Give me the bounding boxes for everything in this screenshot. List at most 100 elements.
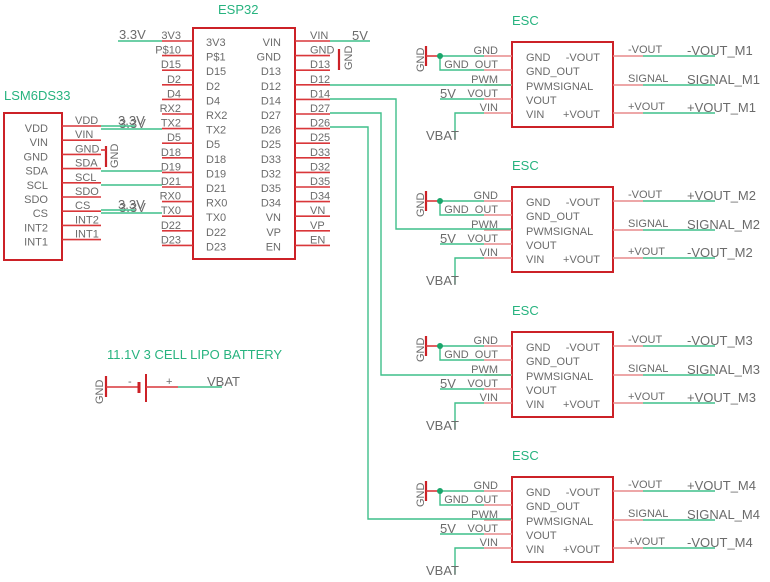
esc-pin-label: VIN [480, 392, 498, 404]
esc-out-pin-label: -VOUT [628, 44, 663, 56]
battery-gnd-label: GND [94, 380, 106, 405]
esp32-inner-label: D23 [206, 241, 226, 253]
esc-vbat-wire [454, 402, 484, 429]
esc-gnd-label: GND [415, 193, 427, 218]
esc-inner-label: VOUT [526, 95, 557, 107]
esc-inner-neg-vout: -VOUT [566, 197, 601, 209]
esc-pin-label: GND [474, 335, 499, 347]
esp32-inner-label: RX0 [206, 198, 227, 210]
imu-inner-label: CS [33, 208, 48, 220]
esp32-pin-label: D14 [310, 88, 330, 100]
esc-out-pin-label: -VOUT [628, 334, 663, 346]
esc-out-pin-label: +VOUT [628, 536, 665, 548]
esc-title: ESC [512, 13, 539, 28]
esp32-inner-label: D33 [261, 154, 281, 166]
esc-junction-dot [437, 53, 443, 59]
esc-out-pin-label: +VOUT [628, 246, 665, 258]
esp32-pin-label: D12 [310, 74, 330, 86]
esp32-inner-label: TX2 [206, 125, 226, 137]
esp32-left-pins: 3V33V3P$10P$1D15D15D2D2D4D4RX2RX2TX2TX2D… [155, 30, 227, 253]
esp32-inner-label: 3V3 [206, 37, 226, 49]
esc-pin-label: GND_OUT [444, 204, 498, 216]
esc-motor-net-label: +VOUT_M2 [687, 188, 756, 203]
esc-inner-label: VOUT [526, 530, 557, 542]
esp32-pin-label: D32 [310, 161, 330, 173]
esp32-pin-label: D25 [310, 132, 330, 144]
imu-pin-label: INT2 [75, 214, 99, 226]
esp32-inner-label: D19 [206, 168, 226, 180]
imu-inner-label: INT2 [24, 222, 48, 234]
imu-body [3, 112, 63, 261]
esc-pin-label: VOUT [467, 523, 498, 535]
esp32-pin-label: TX0 [161, 205, 181, 217]
esc-motor-net-label: -VOUT_M1 [687, 43, 753, 58]
imu-gnd-label: GND [109, 144, 121, 169]
esc-pin-label: PWM [471, 219, 498, 231]
esc-4-component[interactable]: ESCGNDGNDGND_OUTGND_OUTPWMPWMSIGNALVOUTV… [415, 448, 760, 578]
imu-pin-label: SCL [75, 172, 96, 184]
esc-out-pin-label: -VOUT [628, 479, 663, 491]
esc-pin-label: VIN [480, 247, 498, 259]
esc-motor-net-label: -VOUT_M2 [687, 245, 753, 260]
esc-vbat-wire [454, 257, 484, 284]
esc-pin-label: PWM [471, 509, 498, 521]
esp32-pin-label: D5 [167, 132, 181, 144]
esp32-pin-label: RX2 [160, 103, 181, 115]
esp32-pin-label: D22 [161, 220, 181, 232]
pwm-routing [330, 84, 511, 520]
esc-inner-label: PWMSIGNAL [526, 226, 593, 238]
esc-gnd-label: GND [415, 338, 427, 363]
esp32-inner-label: D27 [261, 110, 281, 122]
esp32-pin-label: 3V3 [161, 30, 181, 42]
imu-inner-label: SDO [24, 194, 48, 206]
esp32-component[interactable]: ESP32 3V33V3P$10P$1D15D15D2D2D4D4RX2RX2T… [101, 2, 370, 260]
esp32-inner-label: VN [266, 212, 281, 224]
esc-out-pin-label: +VOUT [628, 101, 665, 113]
esp32-pin-label: VIN [310, 30, 328, 42]
esc-pin-label: GND_OUT [444, 494, 498, 506]
esc-3-component[interactable]: ESCGNDGNDGND_OUTGND_OUTPWMPWMSIGNALVOUTV… [415, 303, 760, 433]
esp32-pin-label: D18 [161, 147, 181, 159]
esp32-inner-label: VP [266, 227, 281, 239]
esc-vbat-wire [454, 112, 484, 139]
esc-title: ESC [512, 303, 539, 318]
esc-gnd-out-wire [439, 491, 484, 506]
esc-5v-label: 5V [440, 376, 456, 391]
esp32-pin-label: D26 [310, 118, 330, 130]
esp32-pin-label: D27 [310, 103, 330, 115]
esc-title: ESC [512, 448, 539, 463]
esp32-inner-label: TX0 [206, 212, 226, 224]
esc-gnd-out-wire [439, 56, 484, 71]
esc-1-component[interactable]: ESCGNDGNDGND_OUTGND_OUTPWMPWMSIGNALVOUTV… [415, 13, 760, 143]
esp32-inner-label: D15 [206, 66, 226, 78]
esp32-inner-label: D35 [261, 183, 281, 195]
battery-vbat-label: VBAT [207, 374, 240, 389]
esp32-pin-label: VN [310, 205, 325, 217]
esp32-right-pins: VINVINGNDGNDD13D13D12D12D14D14D27D27D26D… [257, 30, 335, 253]
esc-vbat-label: VBAT [426, 563, 459, 578]
imu-pin-label: VDD [75, 115, 98, 127]
esc-inner-label: VIN [526, 254, 544, 266]
esc-5v-label: 5V [440, 86, 456, 101]
esc-junction-dot [437, 198, 443, 204]
esc-gnd-out-wire [439, 346, 484, 361]
esc-gnd-out-wire [439, 201, 484, 216]
esc-junction-dot [437, 488, 443, 494]
esc-vbat-wire [454, 547, 484, 574]
esp32-gnd-label: GND [343, 46, 355, 71]
esp32-inner-label: D2 [206, 81, 220, 93]
esc-motor-net-label: -VOUT_M3 [687, 333, 753, 348]
esc-pin-label: PWM [471, 364, 498, 376]
esc-motor-net-label: SIGNAL_M3 [687, 362, 760, 377]
esp32-pin-label: D4 [167, 88, 181, 100]
imu-inner-label: GND [24, 151, 49, 163]
battery-component[interactable]: 11.1V 3 CELL LIPO BATTERY GND - + VBAT [94, 347, 282, 404]
esc-title: ESC [512, 158, 539, 173]
esp32-inner-label: P$1 [206, 52, 226, 64]
esc-inner-label: PWMSIGNAL [526, 371, 593, 383]
lsm6ds33-component[interactable]: LSM6DS33 VDDVDDVINVINGNDGNDSDASDASCLSCLS… [3, 88, 162, 261]
esc-vbat-label: VBAT [426, 273, 459, 288]
esc-2-component[interactable]: ESCGNDGNDGND_OUTGND_OUTPWMPWMSIGNALVOUTV… [415, 158, 760, 288]
esp32-pin-label: D13 [310, 59, 330, 71]
esc-inner-label: GND [526, 197, 551, 209]
